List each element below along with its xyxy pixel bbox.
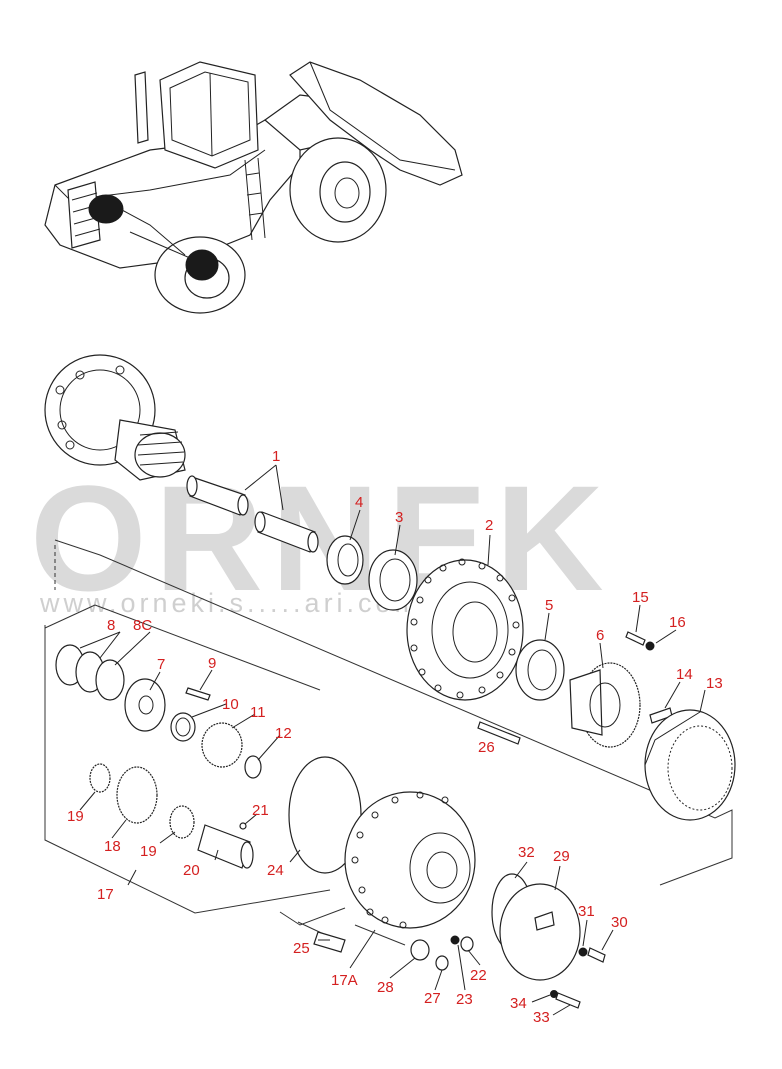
part-33-bolt [555,992,581,1009]
highlighted-hub-front [88,194,124,224]
callout-29: 29 [553,848,570,865]
part-9-bolt [185,687,211,701]
part-18-planet-gear [116,766,158,824]
part-28-washer [410,939,430,961]
axle-housing [44,354,186,481]
callout-30: 30 [611,914,628,931]
part-5-bearing [515,639,565,701]
part-7-carrier-plate [124,678,166,732]
part-13-ring-gear [644,709,736,821]
part-12-snap-ring [244,755,262,779]
callout-14: 14 [676,666,693,683]
callout-32: 32 [518,844,535,861]
callout-15: 15 [632,589,649,606]
callout-27: 27 [424,990,441,1007]
part-6-ring-gear-hub [569,662,641,748]
callout-26: 26 [478,739,495,756]
part-19-gear-right [169,805,195,839]
part-19-gear-left [89,763,111,793]
callout-33: 33 [533,1009,550,1026]
part-16-washer [645,641,655,651]
part-25-bolt [313,931,346,953]
callout-10: 10 [222,696,239,713]
part-11-gear [201,722,243,768]
callout-17: 17 [97,886,114,903]
callout-34: 34 [510,995,527,1012]
callout-22: 22 [470,967,487,984]
assembly-boundary-lines [44,539,733,946]
part-17a-carrier-housing [344,791,476,929]
callout-1: 1 [272,448,280,465]
callout-21: 21 [252,802,269,819]
part-1-shafts [186,475,319,553]
highlighted-hub-rear [185,249,219,281]
callout-19-right: 19 [140,843,157,860]
callout-11: 11 [250,704,266,721]
callout-23: 23 [456,991,473,1008]
callout-19-left: 19 [67,808,84,825]
part-8-shims [55,644,125,701]
part-15-bolt [625,631,646,646]
callout-28: 28 [377,979,394,996]
part-27-plug [435,955,449,971]
part-23-seal-ring [450,935,460,945]
part-21-ball [239,822,247,830]
callout-18: 18 [104,838,121,855]
callout-2: 2 [485,517,493,534]
callout-20: 20 [183,862,200,879]
callout-31: 31 [578,903,595,920]
part-3-bearing [368,549,418,611]
callout-5: 5 [545,597,553,614]
part-22-plug [460,936,474,952]
part-29-cover [499,883,581,981]
callout-12: 12 [275,725,292,742]
callout-8c: 8C [133,617,152,634]
part-31-washer [578,947,588,957]
callout-25: 25 [293,940,310,957]
part-30-bolt [587,947,606,963]
callout-7: 7 [157,656,165,673]
callout-24: 24 [267,862,284,879]
callout-13: 13 [706,675,723,692]
callout-17a: 17A [331,972,358,989]
callout-16: 16 [669,614,686,631]
callout-6: 6 [596,627,604,644]
callout-labels: 1 2 3 4 5 6 7 8 8C 9 10 11 12 13 14 15 1… [67,448,723,1026]
part-4-bearing-ring [326,535,364,585]
leader-lines [79,464,706,1016]
callout-4: 4 [355,494,363,511]
wheel-loader-illustration [44,61,463,314]
part-2-wheel-hub [406,558,524,701]
part-20-planet-pin [197,824,254,869]
part-26-stud [477,721,521,745]
part-10-bushing [170,712,196,742]
callout-3: 3 [395,509,403,526]
callout-9: 9 [208,655,216,672]
callout-8: 8 [107,617,115,634]
